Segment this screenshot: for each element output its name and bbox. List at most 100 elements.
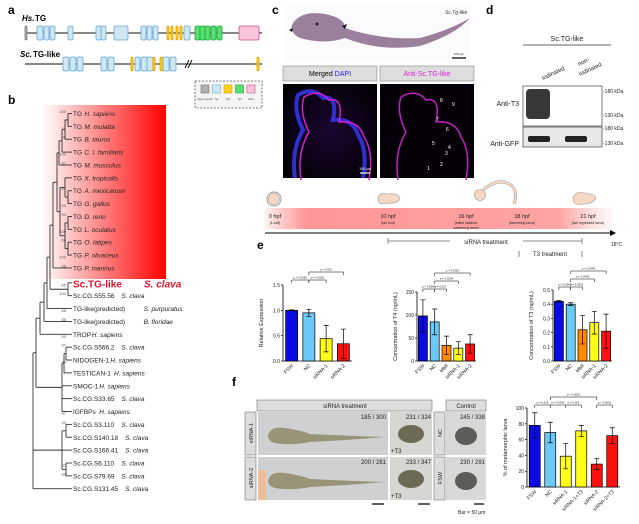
- scale-bar-label: 100 µm: [454, 52, 465, 56]
- timepoint-desc: (initial hatched: [455, 221, 478, 225]
- larva-tail: [482, 180, 517, 205]
- timepoint-label: 21 hpf: [580, 214, 596, 220]
- bootstrap-value: 100: [59, 152, 66, 157]
- p-value-label: p = 0.0331: [570, 283, 584, 287]
- timepoint-label: 10 hpf: [380, 214, 396, 220]
- exon-tg1: [146, 56, 154, 72]
- error-bar: [603, 313, 609, 349]
- tree-leaf-species: S. clava: [121, 396, 145, 403]
- p-value-label: p = 0.2669: [558, 283, 572, 287]
- tree-leaf-species: S. clava: [121, 460, 145, 467]
- bar-NC: [565, 303, 576, 362]
- kda-marker: -180 kDa: [603, 126, 624, 132]
- orange-marker: [258, 470, 266, 500]
- exon-tg2: [166, 25, 170, 41]
- tree-leaf-species: H. sapiens: [110, 358, 141, 365]
- timepoint-label: 0 hpf: [269, 214, 282, 220]
- panel-label-d: d: [486, 3, 493, 17]
- significance-bracket: [596, 404, 613, 408]
- tree-leaf-gene: TESTICAN-1: [73, 370, 111, 377]
- significance-bracket: [434, 280, 459, 284]
- tree-leaf-species: B. taurus: [84, 137, 111, 144]
- y-tick-label: 1.5: [273, 283, 280, 289]
- tree-leaf-gene: TG: [73, 150, 82, 157]
- p-value-label: p = 0.0265: [311, 276, 325, 280]
- tree-leaf-species: S. clava: [125, 486, 149, 493]
- bar-siRNA-1+T3: [575, 430, 588, 488]
- hs-tg-label: TG: [35, 14, 46, 23]
- x-tick-label: siRNA-2: [329, 363, 347, 381]
- bootstrap-value: 68: [62, 308, 67, 313]
- p-value-label: p < 0.0001: [567, 393, 581, 397]
- bootstrap-value: 97: [62, 411, 67, 416]
- exon-tg1: [62, 56, 70, 72]
- kda-marker: -130 kDa: [603, 141, 624, 147]
- y-tick-label: 0.5: [273, 334, 280, 340]
- region-number: 9: [452, 102, 455, 108]
- error-bar: [467, 334, 473, 354]
- y-tick-label: 0.0: [543, 359, 550, 365]
- tree-leaf-gene: Sc.CG.S6.110: [73, 460, 114, 467]
- control-count: 230 / 291: [460, 460, 486, 466]
- tree-leaf-species: H. sapiens: [99, 409, 130, 416]
- row-label-box: [244, 456, 257, 501]
- error-bar: [609, 427, 615, 444]
- significance-bracket: [550, 396, 597, 400]
- timeline-gradient: [265, 208, 612, 229]
- tree-leaf-gene: Sc.TG-like: [73, 279, 122, 290]
- significance-bracket: [308, 279, 327, 283]
- exon-tg1: [36, 25, 44, 41]
- region-number: 4: [448, 145, 451, 151]
- tree-leaf-species: H. sapiens: [99, 383, 130, 390]
- anti-header: [379, 65, 475, 82]
- tree-leaf-gene: TG: [73, 253, 82, 260]
- exon-tg1: [69, 56, 77, 72]
- error-bar: [532, 412, 538, 439]
- y-tick-label: 0.5: [543, 288, 550, 294]
- y-tick-label: 100: [516, 406, 525, 412]
- control-label: FSW: [438, 471, 444, 484]
- break-mark-icon: [184, 59, 193, 69]
- metamorphosis-count: 233 / 347: [406, 460, 432, 466]
- panel-label-f: f: [232, 375, 237, 389]
- bootstrap-value: 33: [62, 420, 67, 425]
- p-value-label: p = 0.313: [537, 401, 549, 405]
- tree-leaf-gene: Sc.CG.S3.110: [73, 422, 114, 429]
- p-value-label: p = 0.027: [435, 285, 447, 289]
- tree-leaf-species: M. musculus: [84, 162, 121, 169]
- control-count: 245 / 338: [460, 415, 486, 421]
- anti-confocal-image: [380, 84, 474, 178]
- x-tick-label: NC: [565, 363, 575, 373]
- whole-mount-label: Sc.Tg-like: [445, 10, 467, 16]
- y-tick-label: 0: [521, 485, 524, 491]
- significance-bracket: [434, 272, 471, 276]
- p-value-label: p = 0.6284: [422, 285, 436, 289]
- t3-label: +T3: [391, 449, 402, 455]
- exon-tg1: [140, 25, 147, 41]
- merged-header: [282, 65, 378, 82]
- tree-leaf-species: S. clava: [121, 345, 145, 352]
- tree-leaf-gene: TG: [73, 227, 82, 234]
- scale-bar-label: Bar = 50 µm: [458, 510, 485, 516]
- tree-leaf-species: S. clava: [121, 293, 145, 300]
- error-bar: [306, 308, 312, 317]
- exon-tg3: [210, 25, 217, 41]
- panel-label-e: e: [257, 238, 264, 252]
- legend-swatch-tg1: [212, 84, 221, 94]
- tree-leaf-species: O. latipes: [84, 240, 112, 247]
- error-bar: [594, 458, 600, 470]
- tg-signal: [396, 92, 469, 181]
- tg-signal: [299, 92, 372, 181]
- y-axis-label: Relative Expression: [259, 299, 265, 348]
- x-tick-label: NC: [429, 363, 439, 373]
- tree-leaf-species: C. l. familiaris: [84, 150, 124, 157]
- exon-tg1: [146, 25, 153, 41]
- y-tick-label: 0.0: [273, 359, 280, 365]
- p-value-label: p = 0.0353: [446, 269, 460, 273]
- kda-marker: -130 kDa: [603, 113, 624, 119]
- p-value-label: p = 0.001: [568, 401, 580, 405]
- exon-tg3: [194, 25, 201, 41]
- p-value-label: p = 0.0294: [440, 277, 454, 281]
